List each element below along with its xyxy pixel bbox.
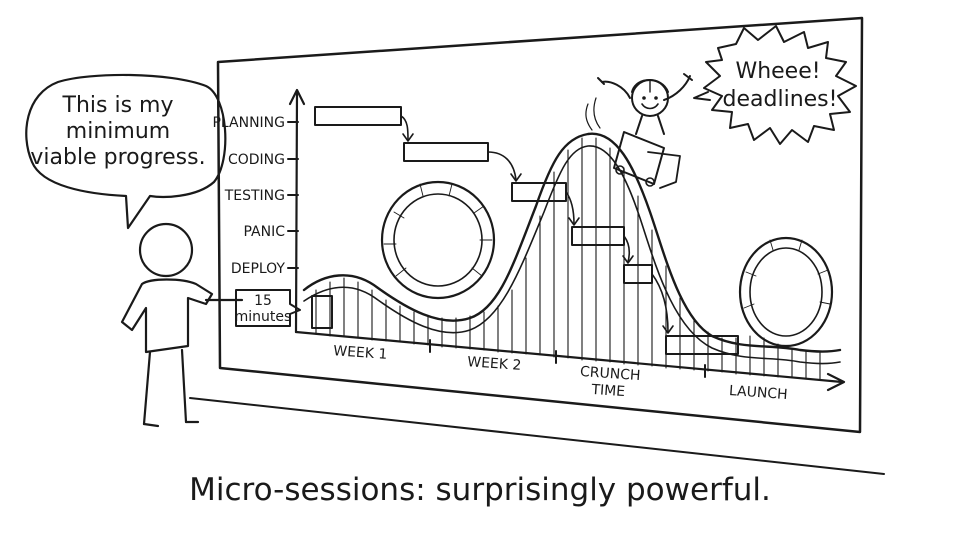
speech-line-1: This is my bbox=[62, 93, 174, 118]
coaster-loop-right bbox=[738, 236, 834, 348]
floor-line bbox=[189, 397, 885, 475]
coaster-rider-icon bbox=[585, 73, 693, 189]
shout-line-2: deadlines! bbox=[723, 87, 838, 112]
y-axis bbox=[294, 90, 299, 334]
coaster-loop-left bbox=[380, 180, 496, 300]
y-axis-labels: PLANNING CODING TESTING PANIC DEPLOY bbox=[212, 115, 285, 277]
coding-box bbox=[403, 142, 489, 162]
coaster-track bbox=[302, 132, 842, 365]
shout-bubble: Wheee! deadlines! bbox=[693, 25, 857, 145]
process-boxes bbox=[314, 106, 739, 355]
y-label-deploy: DEPLOY bbox=[231, 261, 286, 277]
x-label-week-1: WEEK 1 bbox=[333, 343, 388, 363]
callout-box: 15 minutes bbox=[235, 289, 301, 327]
caption: Micro-sessions: surprisingly powerful. bbox=[189, 472, 771, 508]
panic-box bbox=[571, 226, 625, 246]
x-ticks bbox=[429, 339, 706, 378]
speech-bubble: This is my minimum viable progress. bbox=[25, 73, 227, 230]
x-label-launch: LAUNCH bbox=[728, 383, 788, 403]
x-axis-labels: WEEK 1 WEEK 2 CRUNCH TIME LAUNCH bbox=[333, 343, 788, 403]
callout-unit: minutes bbox=[235, 309, 292, 325]
x-axis bbox=[294, 330, 844, 384]
y-label-testing: TESTING bbox=[224, 188, 285, 204]
speech-line-3: viable progress. bbox=[30, 145, 205, 170]
x-axis-arrow bbox=[826, 372, 846, 392]
x-label-crunch: CRUNCH bbox=[580, 364, 641, 384]
x-label-time: TIME bbox=[590, 382, 626, 400]
whiteboard-frame bbox=[216, 16, 864, 434]
y-label-planning: PLANNING bbox=[212, 115, 285, 131]
y-label-panic: PANIC bbox=[243, 224, 285, 240]
y-ticks bbox=[287, 121, 299, 269]
x-label-week-2: WEEK 2 bbox=[467, 354, 522, 374]
stick-figure bbox=[120, 222, 244, 428]
process-arrows bbox=[400, 115, 674, 334]
y-label-coding: CODING bbox=[228, 152, 285, 168]
progress-block bbox=[311, 295, 333, 329]
callout-number: 15 bbox=[254, 293, 272, 309]
launch-box bbox=[665, 335, 739, 355]
shout-line-1: Wheee! bbox=[735, 59, 820, 84]
planning-box bbox=[314, 106, 402, 126]
y-axis-arrow bbox=[288, 88, 306, 106]
speech-line-2: minimum bbox=[66, 119, 170, 144]
